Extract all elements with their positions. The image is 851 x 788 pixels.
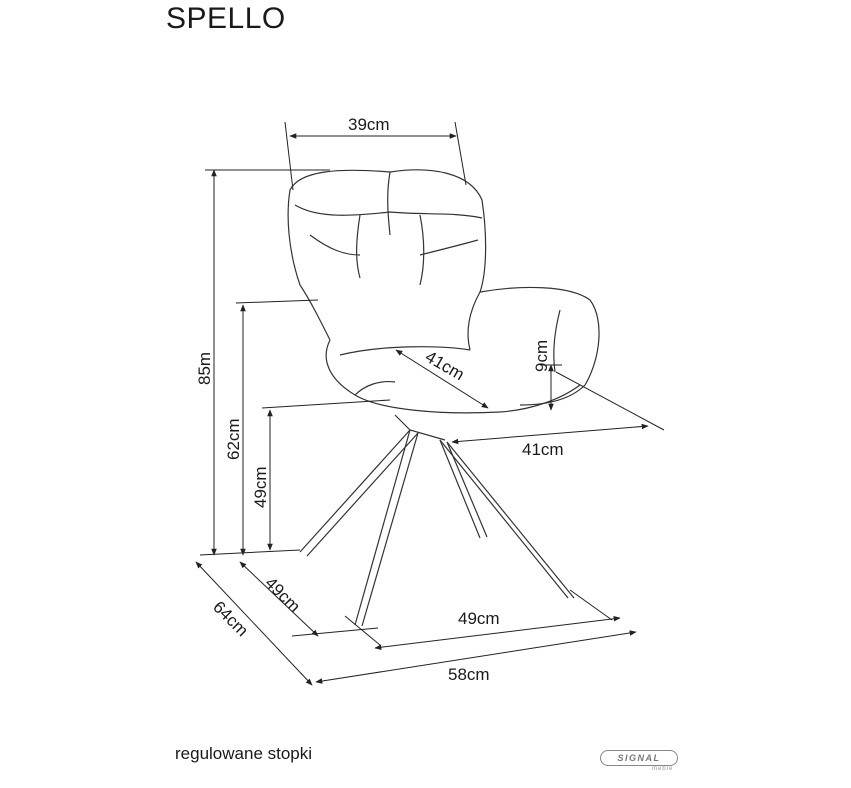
label-base-width: 49cm [458, 609, 500, 628]
label-seat-width: 41cm [522, 440, 564, 459]
dimension-lines [195, 121, 665, 686]
label-base-depth: 49cm [261, 573, 304, 616]
label-armrest-height: 62cm [224, 418, 243, 460]
product-title: SPELLO [166, 2, 286, 35]
signal-logo-sub: meble [652, 766, 674, 772]
label-seat-height: 49cm [251, 466, 270, 508]
signal-logo: SIGNAL [600, 750, 678, 766]
chair-outline [287, 169, 600, 627]
label-total-depth: 64cm [209, 597, 252, 640]
caption-adjustable-feet: regulowane stopki [175, 744, 313, 763]
label-armrest-above-seat: 9cm [532, 340, 551, 372]
label-total-width: 58cm [448, 665, 490, 684]
label-total-height: 85m [195, 352, 214, 385]
label-seat-depth: 41cm [422, 347, 468, 384]
label-back-width: 39cm [348, 115, 390, 134]
